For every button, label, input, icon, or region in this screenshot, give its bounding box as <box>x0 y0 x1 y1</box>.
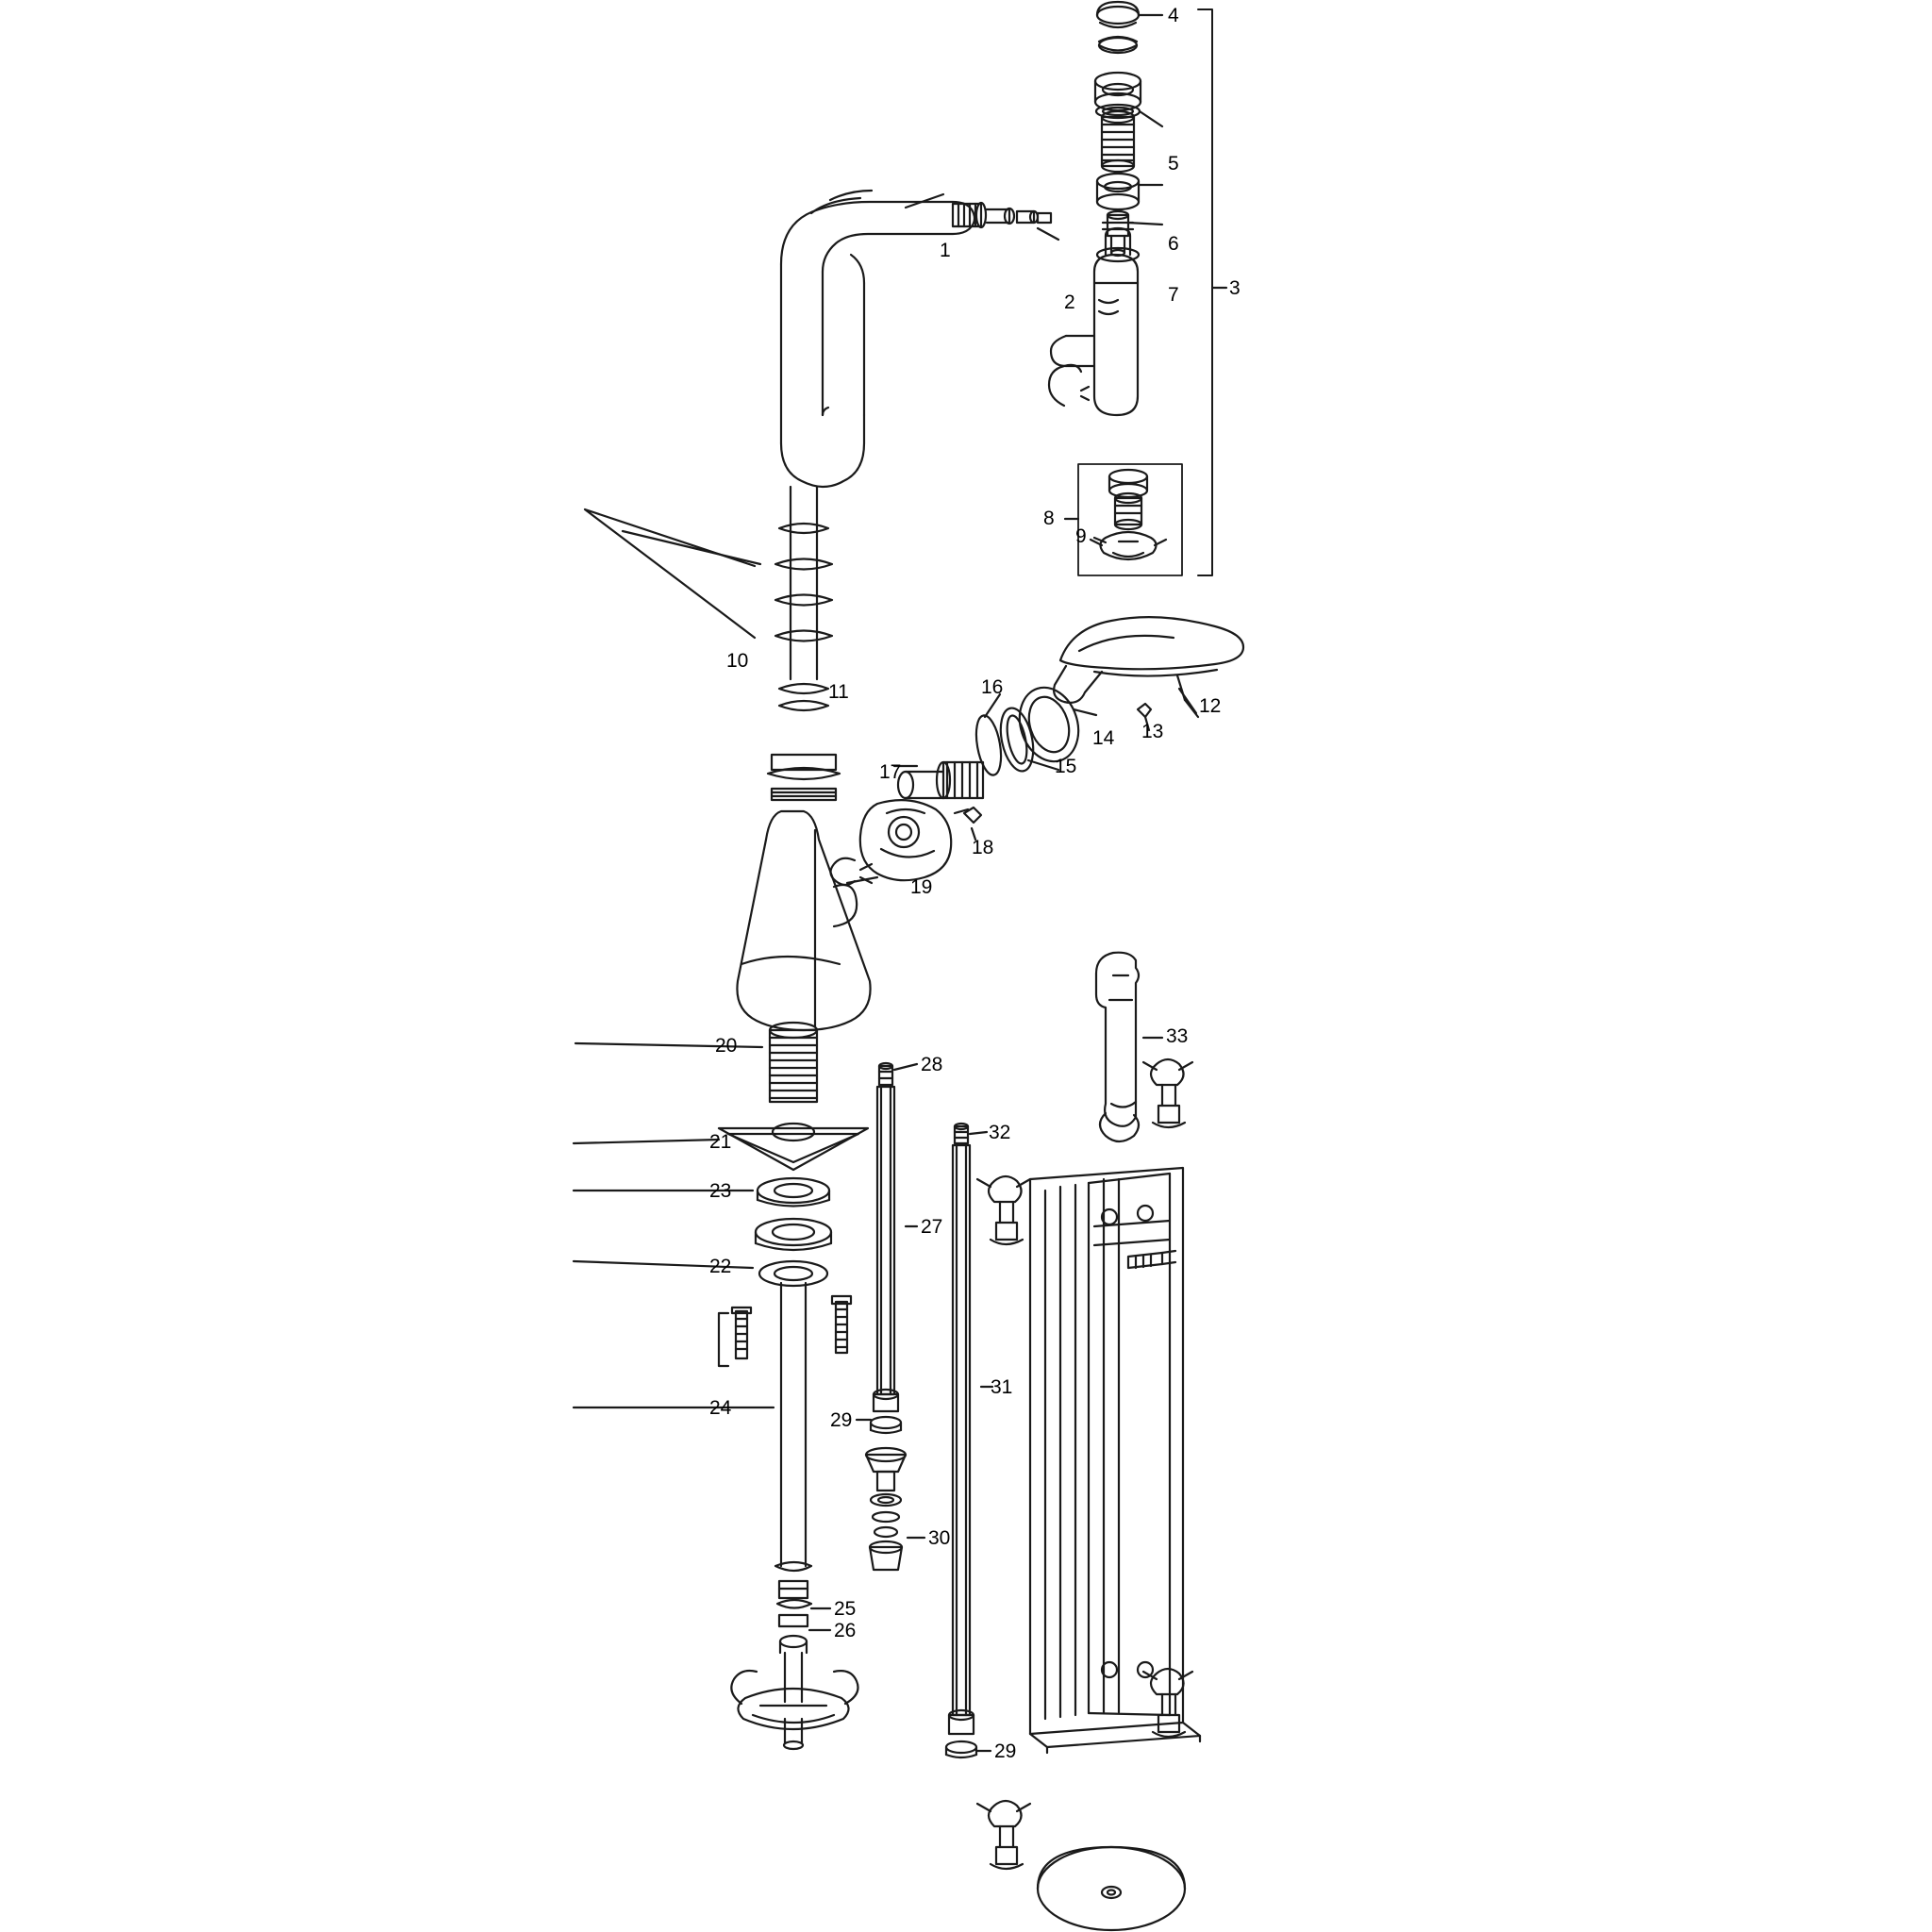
callout-32: 32 <box>989 1122 1011 1143</box>
callout-27: 27 <box>921 1216 943 1238</box>
callout-31: 31 <box>991 1376 1013 1398</box>
callout-13: 13 <box>1141 721 1164 742</box>
callout-14: 14 <box>1092 727 1115 749</box>
callout-7: 7 <box>1168 284 1179 306</box>
callout-19: 19 <box>910 876 933 898</box>
callout-29-lower: 29 <box>994 1740 1017 1762</box>
callout-6: 6 <box>1168 233 1179 255</box>
callout-22: 22 <box>709 1256 732 1277</box>
callout-25: 25 <box>834 1598 857 1620</box>
callout-18: 18 <box>972 837 994 858</box>
callout-33: 33 <box>1166 1025 1189 1047</box>
callout-9: 9 <box>1075 525 1087 547</box>
callout-26: 26 <box>834 1620 857 1641</box>
callout-29: 29 <box>830 1409 853 1431</box>
callout-30: 30 <box>928 1527 951 1549</box>
callout-16: 16 <box>981 676 1004 698</box>
callout-1: 1 <box>940 240 951 261</box>
callout-5: 5 <box>1168 153 1179 175</box>
callout-24: 24 <box>709 1397 732 1419</box>
callout-11: 11 <box>828 681 849 703</box>
callout-21: 21 <box>709 1131 732 1153</box>
callout-20: 20 <box>715 1035 738 1057</box>
callout-15: 15 <box>1055 756 1077 777</box>
callout-4: 4 <box>1168 5 1179 26</box>
callout-3: 3 <box>1229 277 1241 299</box>
callout-10: 10 <box>726 650 749 672</box>
callout-28: 28 <box>921 1054 943 1075</box>
callout-2: 2 <box>1064 291 1075 313</box>
callout-17: 17 <box>879 761 902 783</box>
callout-8: 8 <box>1043 508 1055 529</box>
callout-12: 12 <box>1199 695 1222 717</box>
callout-23: 23 <box>709 1180 732 1202</box>
